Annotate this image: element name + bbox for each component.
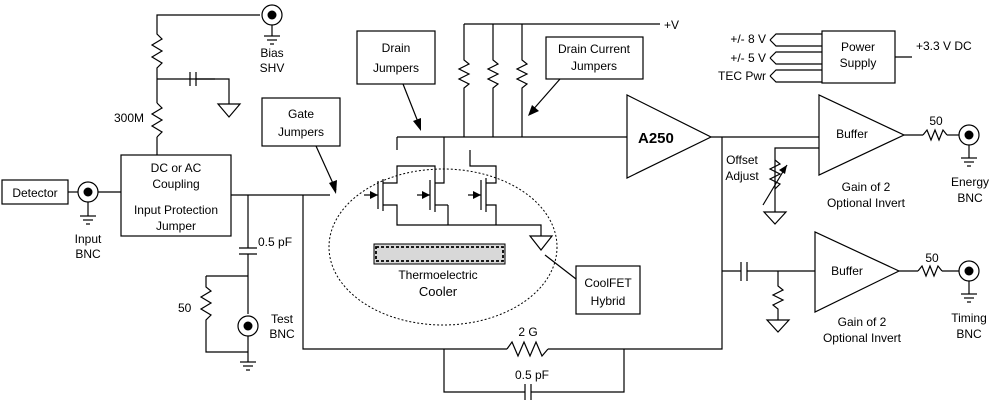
coupling-line-3: Input Protection — [134, 203, 218, 217]
power-rails — [769, 33, 822, 83]
a250-amplifier — [626, 94, 713, 179]
coupling-box — [120, 154, 232, 237]
plus-3v3-label: +3.3 V DC — [916, 39, 972, 53]
rail-8v-label: +/- 8 V — [730, 32, 766, 46]
timing-bnc-line-2: BNC — [956, 327, 982, 341]
power-supply-box — [821, 30, 896, 84]
timing-bnc-line-1: Timing — [951, 311, 987, 325]
r-50-test-label: 50 — [178, 301, 192, 315]
detector-label: Detector — [12, 186, 57, 200]
energy-buffer — [818, 94, 906, 176]
drain-current-line-2: Jumpers — [571, 59, 617, 73]
input-bnc-label-1: Input — [75, 232, 102, 246]
energy-output-resistor — [904, 128, 959, 142]
coupling-line-1: DC or AC — [151, 161, 202, 175]
test-bnc-label-2: BNC — [269, 327, 295, 341]
coupling-line-2: Coupling — [152, 177, 199, 191]
cooler-hatching — [375, 246, 504, 262]
bias-shv-label-2: SHV — [260, 61, 285, 75]
fet-array — [364, 150, 554, 251]
energy-bnc-line-1: Energy — [951, 175, 989, 189]
drain-current-resistors — [457, 23, 660, 137]
energy-buffer-label: Buffer — [836, 127, 868, 141]
power-supply-line-2: Supply — [840, 56, 877, 70]
r-50-energy-label: 50 — [929, 114, 943, 128]
timing-gain-line-2: Optional Invert — [823, 331, 902, 345]
coolfet-hybrid-box — [575, 265, 641, 315]
r-300m-label: 300M — [114, 111, 144, 125]
bias-network — [150, 14, 260, 155]
drain-jumpers-line-1: Drain — [382, 41, 411, 55]
r-50-timing-label: 50 — [925, 251, 939, 265]
coupling-line-4: Jumper — [156, 219, 196, 233]
gate-jumpers-line-1: Gate — [288, 107, 314, 121]
energy-bnc-line-2: BNC — [957, 191, 983, 205]
cooler-label-2: Cooler — [419, 284, 458, 299]
cap-05pf-bottom-label: 0.5 pF — [515, 368, 549, 382]
energy-bnc-connector — [958, 124, 980, 167]
drain-current-line-1: Drain Current — [558, 42, 631, 56]
timing-output-resistor — [899, 264, 959, 278]
feedback-network — [302, 137, 723, 400]
drain-jumpers-box — [356, 30, 436, 85]
power-supply-line-1: Power — [841, 40, 875, 54]
input-bnc-label-2: BNC — [75, 247, 101, 261]
offset-adjust-line-1: Offset — [726, 153, 758, 167]
timing-buffer — [814, 231, 901, 313]
timing-gain-line-1: Gain of 2 — [838, 315, 887, 329]
a250-label: A250 — [638, 130, 674, 147]
gate-jumpers-line-2: Jumpers — [278, 125, 324, 139]
cap-05pf-top-label: 0.5 pF — [258, 235, 292, 249]
coolfet-hybrid-boundary — [328, 168, 558, 326]
coolfet-label-2: Hybrid — [591, 294, 626, 308]
energy-gain-line-2: Optional Invert — [827, 196, 906, 210]
test-bnc-connector — [237, 315, 259, 371]
timing-buffer-label: Buffer — [831, 264, 863, 278]
thermoelectric-cooler-block — [373, 243, 506, 265]
r-2g-label: 2 G — [518, 325, 537, 339]
bias-shv-connector — [261, 4, 283, 45]
timing-bnc-connector — [958, 260, 980, 303]
bias-shv-label-1: Bias — [260, 46, 283, 60]
rail-tec-label: TEC Pwr — [718, 69, 766, 83]
energy-gain-line-1: Gain of 2 — [842, 180, 891, 194]
drain-current-jumpers-box — [545, 36, 644, 80]
coolfet-label-1: CoolFET — [584, 276, 632, 290]
plus-v-label: +V — [664, 18, 679, 32]
drain-jumpers-line-2: Jumpers — [373, 61, 419, 75]
offset-adjust-line-2: Adjust — [725, 169, 759, 183]
rail-5v-label: +/- 5 V — [730, 51, 766, 65]
input-bnc-connector — [77, 181, 99, 225]
gate-jumpers-box — [261, 97, 341, 147]
detector-box — [1, 179, 69, 205]
test-bnc-label-1: Test — [271, 312, 294, 326]
cooler-label-1: Thermoelectric — [398, 268, 477, 282]
